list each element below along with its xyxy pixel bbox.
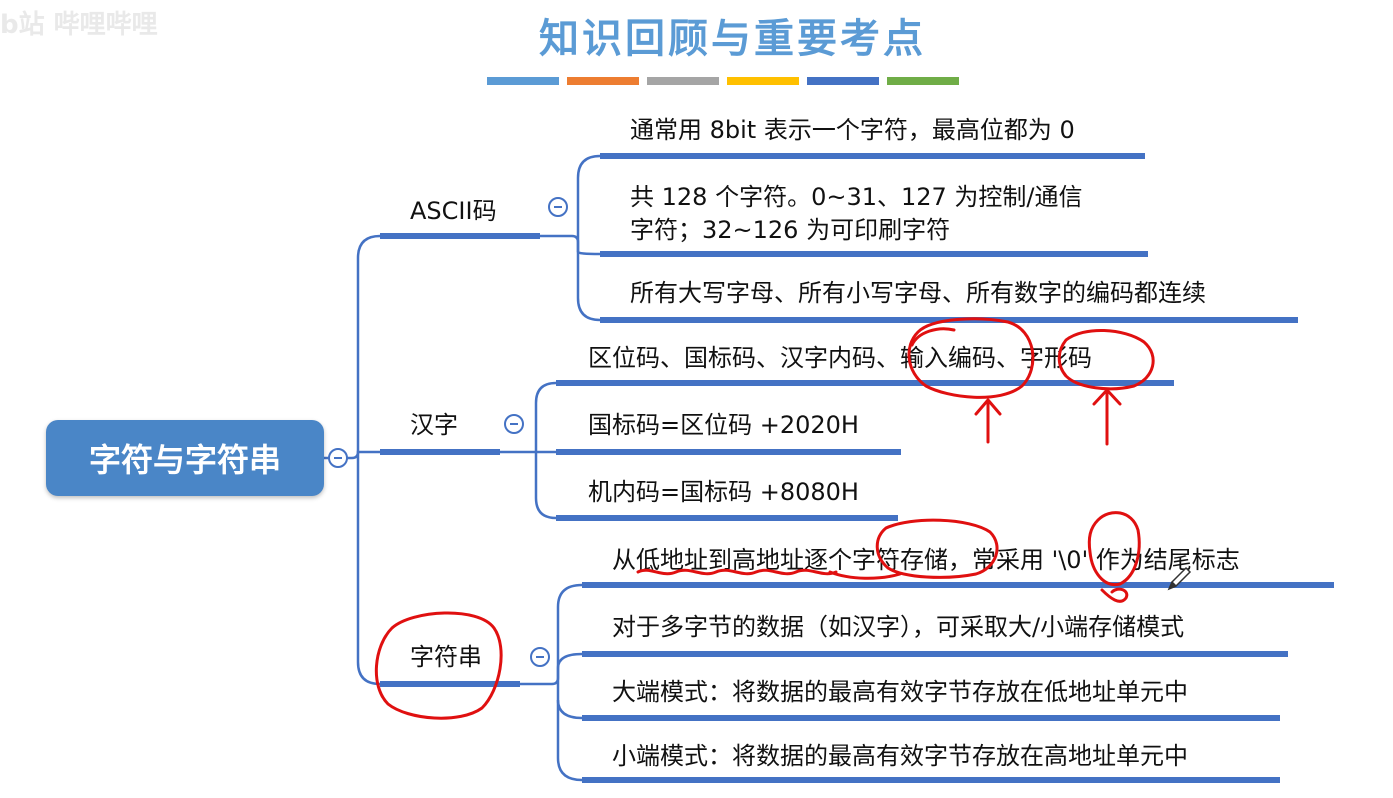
hanzi-item: 国标码=区位码 +2020H — [588, 411, 859, 439]
annotation-stroke — [1100, 587, 1129, 603]
title-bar — [567, 77, 639, 85]
annotation-underline — [636, 568, 838, 576]
annotation-underline — [828, 570, 902, 580]
trunk-connector — [356, 234, 381, 686]
annotation-circle — [1057, 329, 1155, 391]
root-label: 字符与字符串 — [88, 441, 281, 479]
ascii-child2-connector — [571, 234, 601, 256]
hanzi-item: 区位码、国标码、汉字内码、输入编码、字形码 — [588, 344, 1092, 372]
string-item: 小端模式：将数据的最高有效字节存放在高地址单元中 — [612, 742, 1188, 770]
annotation-stroke — [910, 327, 956, 347]
annotation-circle — [1087, 511, 1141, 587]
string-child2-connector — [551, 652, 583, 686]
hanzi-item-underline — [556, 515, 898, 521]
branch-underline-hanzi — [380, 449, 500, 455]
branch-underline-string — [380, 681, 520, 687]
hanzi-item: 机内码=国标码 +8080H — [588, 478, 859, 506]
string-item: 对于多字节的数据（如汉字），可采取大/小端存储模式 — [612, 613, 1185, 641]
pen-cursor-icon — [1167, 566, 1192, 591]
title-bar — [727, 77, 799, 85]
ascii-item: 共 128 个字符。0~31、127 为控制/通信 字符；32~126 为可印刷… — [630, 183, 1083, 244]
annotation-circle — [907, 317, 1035, 399]
title-color-bars — [487, 77, 959, 85]
hanzi-item-underline — [556, 380, 1174, 386]
annotation-circle — [374, 611, 503, 720]
trunk-mid-connector — [351, 450, 380, 460]
string-child3-connector — [556, 699, 583, 720]
string-item-underline — [582, 777, 1280, 783]
hanzi-item-underline — [556, 449, 901, 455]
root-collapse-icon[interactable] — [328, 448, 348, 468]
hanzi-collapse-icon[interactable] — [504, 414, 524, 434]
string-item-underline — [582, 582, 1334, 588]
branch-label-hanzi: 汉字 — [410, 411, 458, 439]
title-bar — [647, 77, 719, 85]
page-title: 知识回顾与重要考点 — [539, 16, 926, 62]
title-bar — [887, 77, 959, 85]
ascii-item-underline — [600, 251, 1148, 257]
annotation-arrow — [1092, 388, 1122, 446]
string-item: 大端模式：将数据的最高有效字节存放在低地址单元中 — [612, 678, 1188, 706]
ascii-item: 通常用 8bit 表示一个字符，最高位都为 0 — [630, 116, 1075, 144]
title-bar — [487, 77, 559, 85]
ascii-item-underline — [600, 153, 1145, 159]
branch-label-ascii: ASCII码 — [410, 197, 497, 225]
string-item-underline — [582, 651, 1288, 657]
annotation-arrow — [974, 398, 1002, 444]
root-node[interactable]: 字符与字符串 — [46, 420, 324, 496]
hanzi-children-connector — [534, 381, 557, 520]
title-bar — [807, 77, 879, 85]
string-collapse-icon[interactable] — [530, 647, 550, 667]
annotation-circle — [875, 518, 999, 579]
watermark: b站 哔哩哔哩 — [0, 10, 158, 40]
branch-underline-ascii — [380, 233, 540, 239]
branch-label-string: 字符串 — [410, 643, 482, 671]
ascii-item: 所有大写字母、所有小写字母、所有数字的编码都连续 — [630, 279, 1206, 307]
string-item-underline — [582, 715, 1280, 721]
ascii-collapse-icon[interactable] — [548, 197, 568, 217]
